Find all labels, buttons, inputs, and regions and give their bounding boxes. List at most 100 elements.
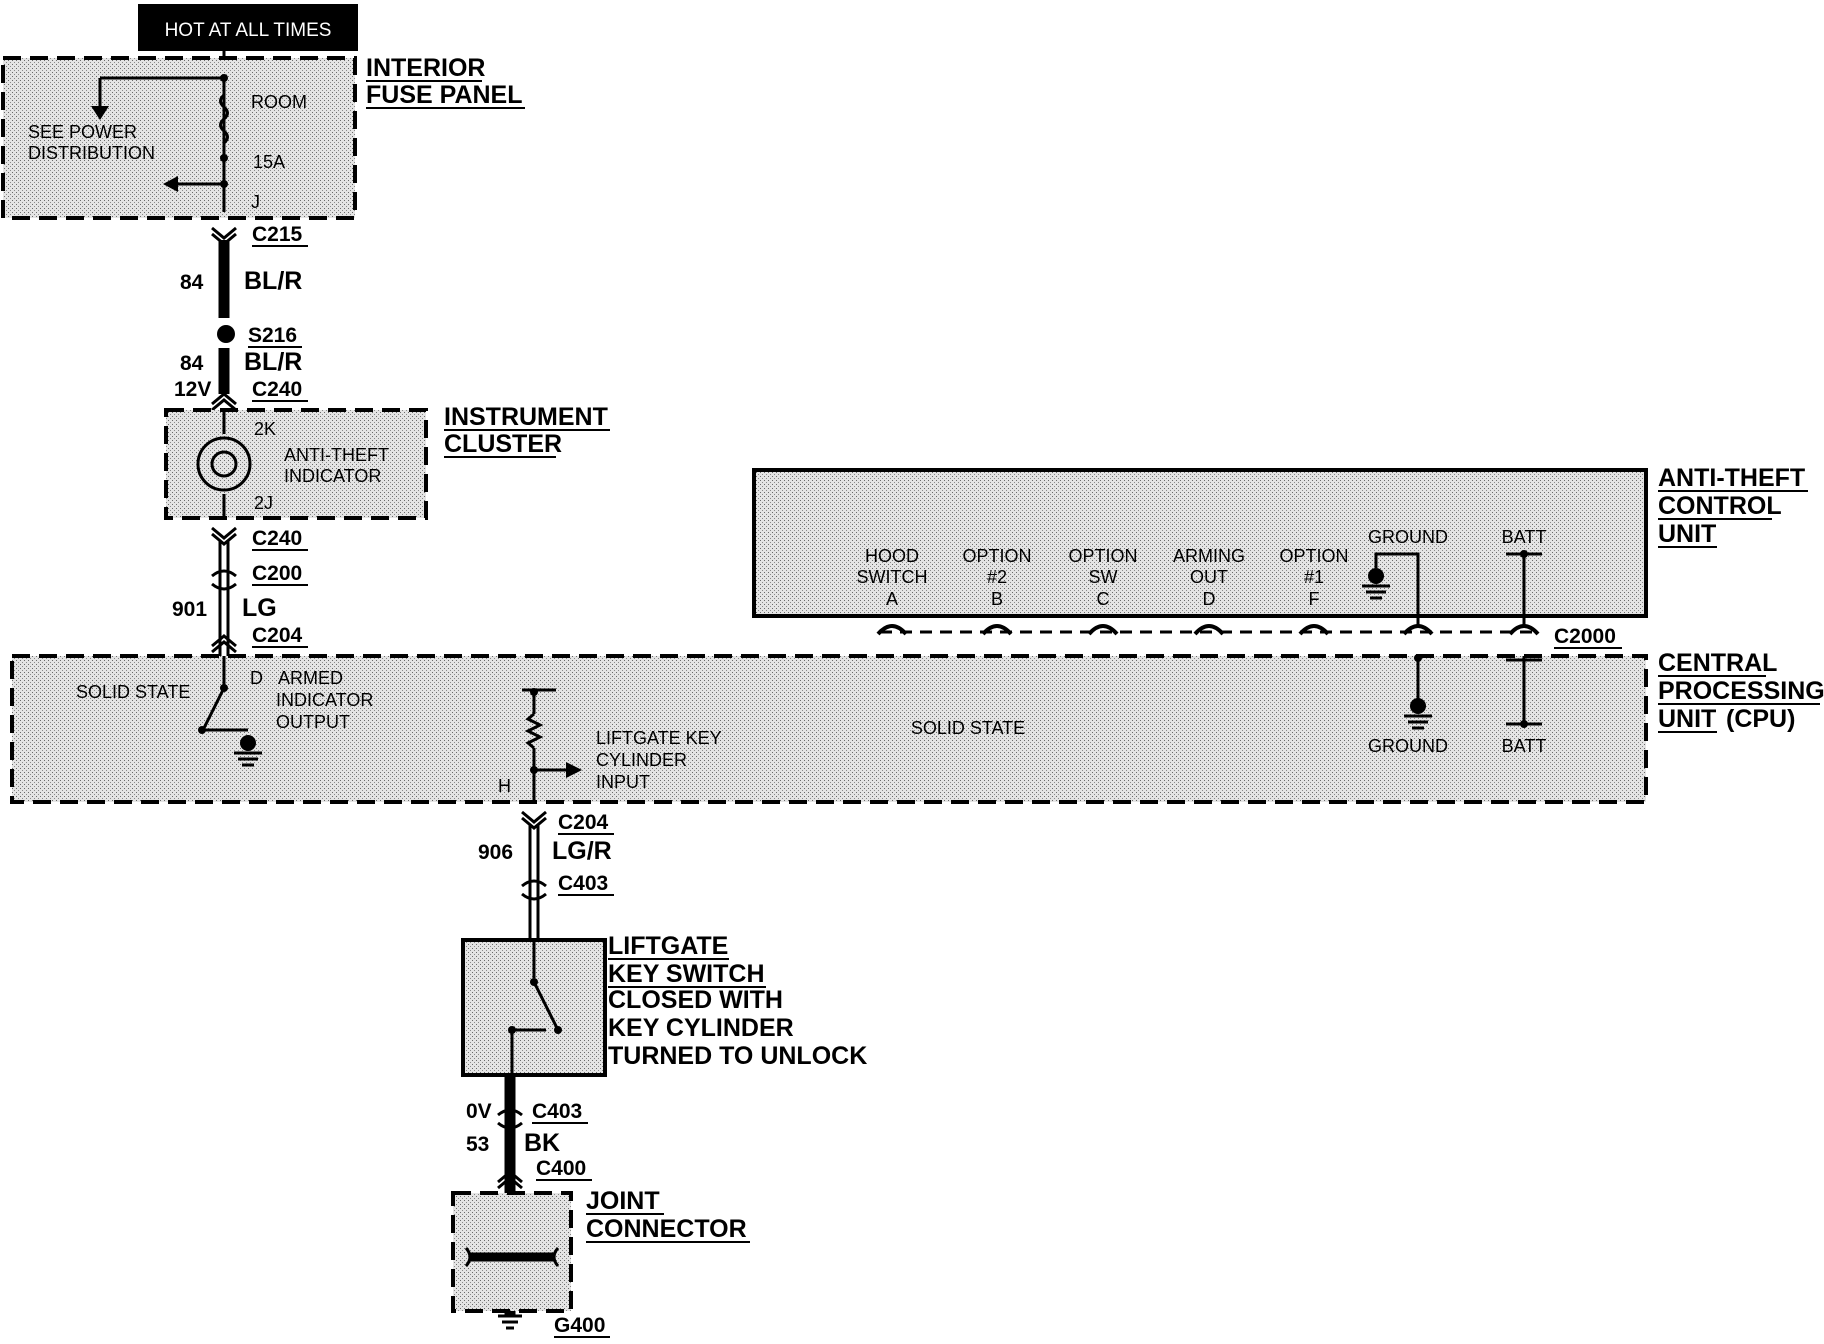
c2000-label: C2000 — [1554, 625, 1616, 648]
fuse-name: ROOM — [251, 92, 307, 112]
voltage-12v: 12V — [174, 378, 211, 401]
fuse-icon — [219, 93, 229, 145]
cluster-pin-bottom: 2J — [254, 493, 273, 513]
ctrl-title-3: UNIT — [1658, 520, 1716, 548]
armed-line-2: INDICATOR — [276, 690, 373, 710]
arrow-down-icon — [91, 106, 109, 120]
see-power-line2: DISTRIBUTION — [28, 143, 155, 163]
c240-top-label: C240 — [252, 378, 302, 401]
ctrl-batt-label: BATT — [1502, 527, 1547, 547]
wire-901-segment: C240 C200 901 LG C204 — [172, 526, 308, 656]
arrow-right-icon — [566, 762, 582, 778]
cpu-solid-state-left: SOLID STATE — [76, 682, 190, 702]
cpu-pin-d: D — [250, 668, 263, 688]
resistor-icon — [524, 712, 544, 750]
pin-b-line1: OPTION — [962, 546, 1031, 566]
g400-label: G400 — [554, 1314, 605, 1337]
joint-title-1: JOINT — [586, 1187, 660, 1215]
liftgate-desc-3: TURNED TO UNLOCK — [608, 1042, 867, 1070]
pin-d-line2: OUT — [1190, 567, 1228, 587]
pin-c-line3: C — [1097, 589, 1110, 609]
wire-84-number: 84 — [180, 271, 204, 294]
ctrl-title-2: CONTROL — [1658, 492, 1782, 520]
s216-label: S216 — [248, 324, 297, 347]
wire-906-color: LG/R — [552, 837, 612, 865]
indicator-label-1: ANTI-THEFT — [284, 445, 389, 465]
pin-f-line3: F — [1309, 589, 1320, 609]
indicator-label-2: INDICATOR — [284, 466, 381, 486]
cluster-title-2: CLUSTER — [444, 430, 562, 458]
fuse-panel-title-1: INTERIOR — [366, 54, 485, 82]
joint-title-2: CONNECTOR — [586, 1215, 747, 1243]
wire-906-number: 906 — [478, 841, 513, 864]
indicator-lamp-icon — [196, 436, 252, 492]
see-power-line1: SEE POWER — [28, 122, 137, 142]
wire-906-segment: C204 906 LG/R C403 — [478, 810, 614, 938]
cpu-pin-h: H — [498, 776, 511, 796]
pin-a-line2: SWITCH — [857, 567, 928, 587]
central-processing-unit: SOLID STATE D ARMED INDICATOR OUTPUT LIF… — [10, 649, 1824, 804]
liftgate-desc-2: KEY CYLINDER — [608, 1014, 794, 1042]
ctrl-title-1: ANTI-THEFT — [1658, 464, 1805, 492]
ctrl-ground-label: GROUND — [1368, 527, 1448, 547]
c200-label: C200 — [252, 562, 302, 585]
pin-d-line3: D — [1203, 589, 1216, 609]
c240-bottom-label: C240 — [252, 527, 302, 550]
wire-53-color: BK — [524, 1129, 560, 1157]
pin-d-line1: ARMING — [1173, 546, 1245, 566]
joint-connector: JOINT CONNECTOR G400 — [451, 1187, 750, 1338]
cpu-title-2: PROCESSING — [1658, 677, 1824, 705]
pin-a-line1: HOOD — [865, 546, 919, 566]
cpu-batt-label: BATT — [1502, 736, 1547, 756]
c400-label: C400 — [536, 1157, 586, 1180]
fuse-rating: 15A — [253, 152, 285, 172]
liftgate-title-1: LIFTGATE — [608, 932, 728, 960]
pin-f-line2: #1 — [1304, 567, 1324, 587]
armed-line-1: ARMED — [278, 668, 343, 688]
c204-bottom-label: C204 — [558, 811, 609, 834]
c2000-connector: C2000 — [876, 624, 1622, 649]
liftgate-key-switch: LIFTGATE KEY SWITCH CLOSED WITH KEY CYLI… — [461, 932, 867, 1077]
wire-84b-color: BL/R — [244, 348, 302, 376]
armed-ground-icon — [240, 735, 256, 751]
liftgate-input-line-2: CYLINDER — [596, 750, 687, 770]
cpu-title-1: CENTRAL — [1658, 649, 1777, 677]
voltage-0v: 0V — [466, 1100, 492, 1123]
cluster-pin-top: 2K — [254, 419, 276, 439]
c215-label: C215 — [252, 223, 303, 246]
arrow-left-icon — [163, 176, 178, 192]
cluster-title-1: INSTRUMENT — [444, 403, 608, 431]
interior-fuse-panel: SEE POWER DISTRIBUTION ROOM 15A J INTERI… — [1, 54, 525, 220]
pin-b-line3: B — [991, 589, 1003, 609]
cpu-title-3-suffix: (CPU) — [1726, 705, 1795, 733]
wire-84b-number: 84 — [180, 352, 204, 375]
splice-s216-icon — [217, 325, 235, 343]
cpu-title-3: UNIT — [1658, 705, 1716, 733]
pin-b-line2: #2 — [987, 567, 1007, 587]
cpu-solid-state-center: SOLID STATE — [911, 718, 1025, 738]
c403-bottom-label: C403 — [532, 1100, 582, 1123]
liftgate-input-line-3: INPUT — [596, 772, 650, 792]
instrument-cluster: 2K 2J ANTI-THEFT INDICATOR INSTRUMENT CL… — [164, 403, 610, 520]
pin-a-line3: A — [886, 589, 898, 609]
wire-84-segment: C215 84 BL/R S216 84 BL/R 12V C240 — [174, 223, 308, 412]
liftgate-input-line-1: LIFTGATE KEY — [596, 728, 722, 748]
anti-theft-control-unit: HOOD SWITCH A OPTION #2 B OPTION SW C AR… — [752, 464, 1808, 628]
c204-top-label: C204 — [252, 624, 303, 647]
fuse-pin: J — [251, 192, 260, 212]
ground-icon — [1368, 568, 1384, 584]
power-header: HOT AT ALL TIMES — [138, 4, 358, 51]
pin-c-line1: OPTION — [1068, 546, 1137, 566]
liftgate-desc-1: CLOSED WITH — [608, 986, 783, 1014]
pin-c-line2: SW — [1089, 567, 1118, 587]
fuse-panel-title-2: FUSE PANEL — [366, 81, 523, 109]
wire-901-color: LG — [242, 594, 277, 622]
armed-line-3: OUTPUT — [276, 712, 350, 732]
power-label: HOT AT ALL TIMES — [165, 20, 332, 41]
wire-53-number: 53 — [466, 1133, 489, 1156]
liftgate-title-2: KEY SWITCH — [608, 960, 765, 988]
pin-f-line1: OPTION — [1279, 546, 1348, 566]
wire-901-number: 901 — [172, 598, 207, 621]
cpu-ground-label: GROUND — [1368, 736, 1448, 756]
